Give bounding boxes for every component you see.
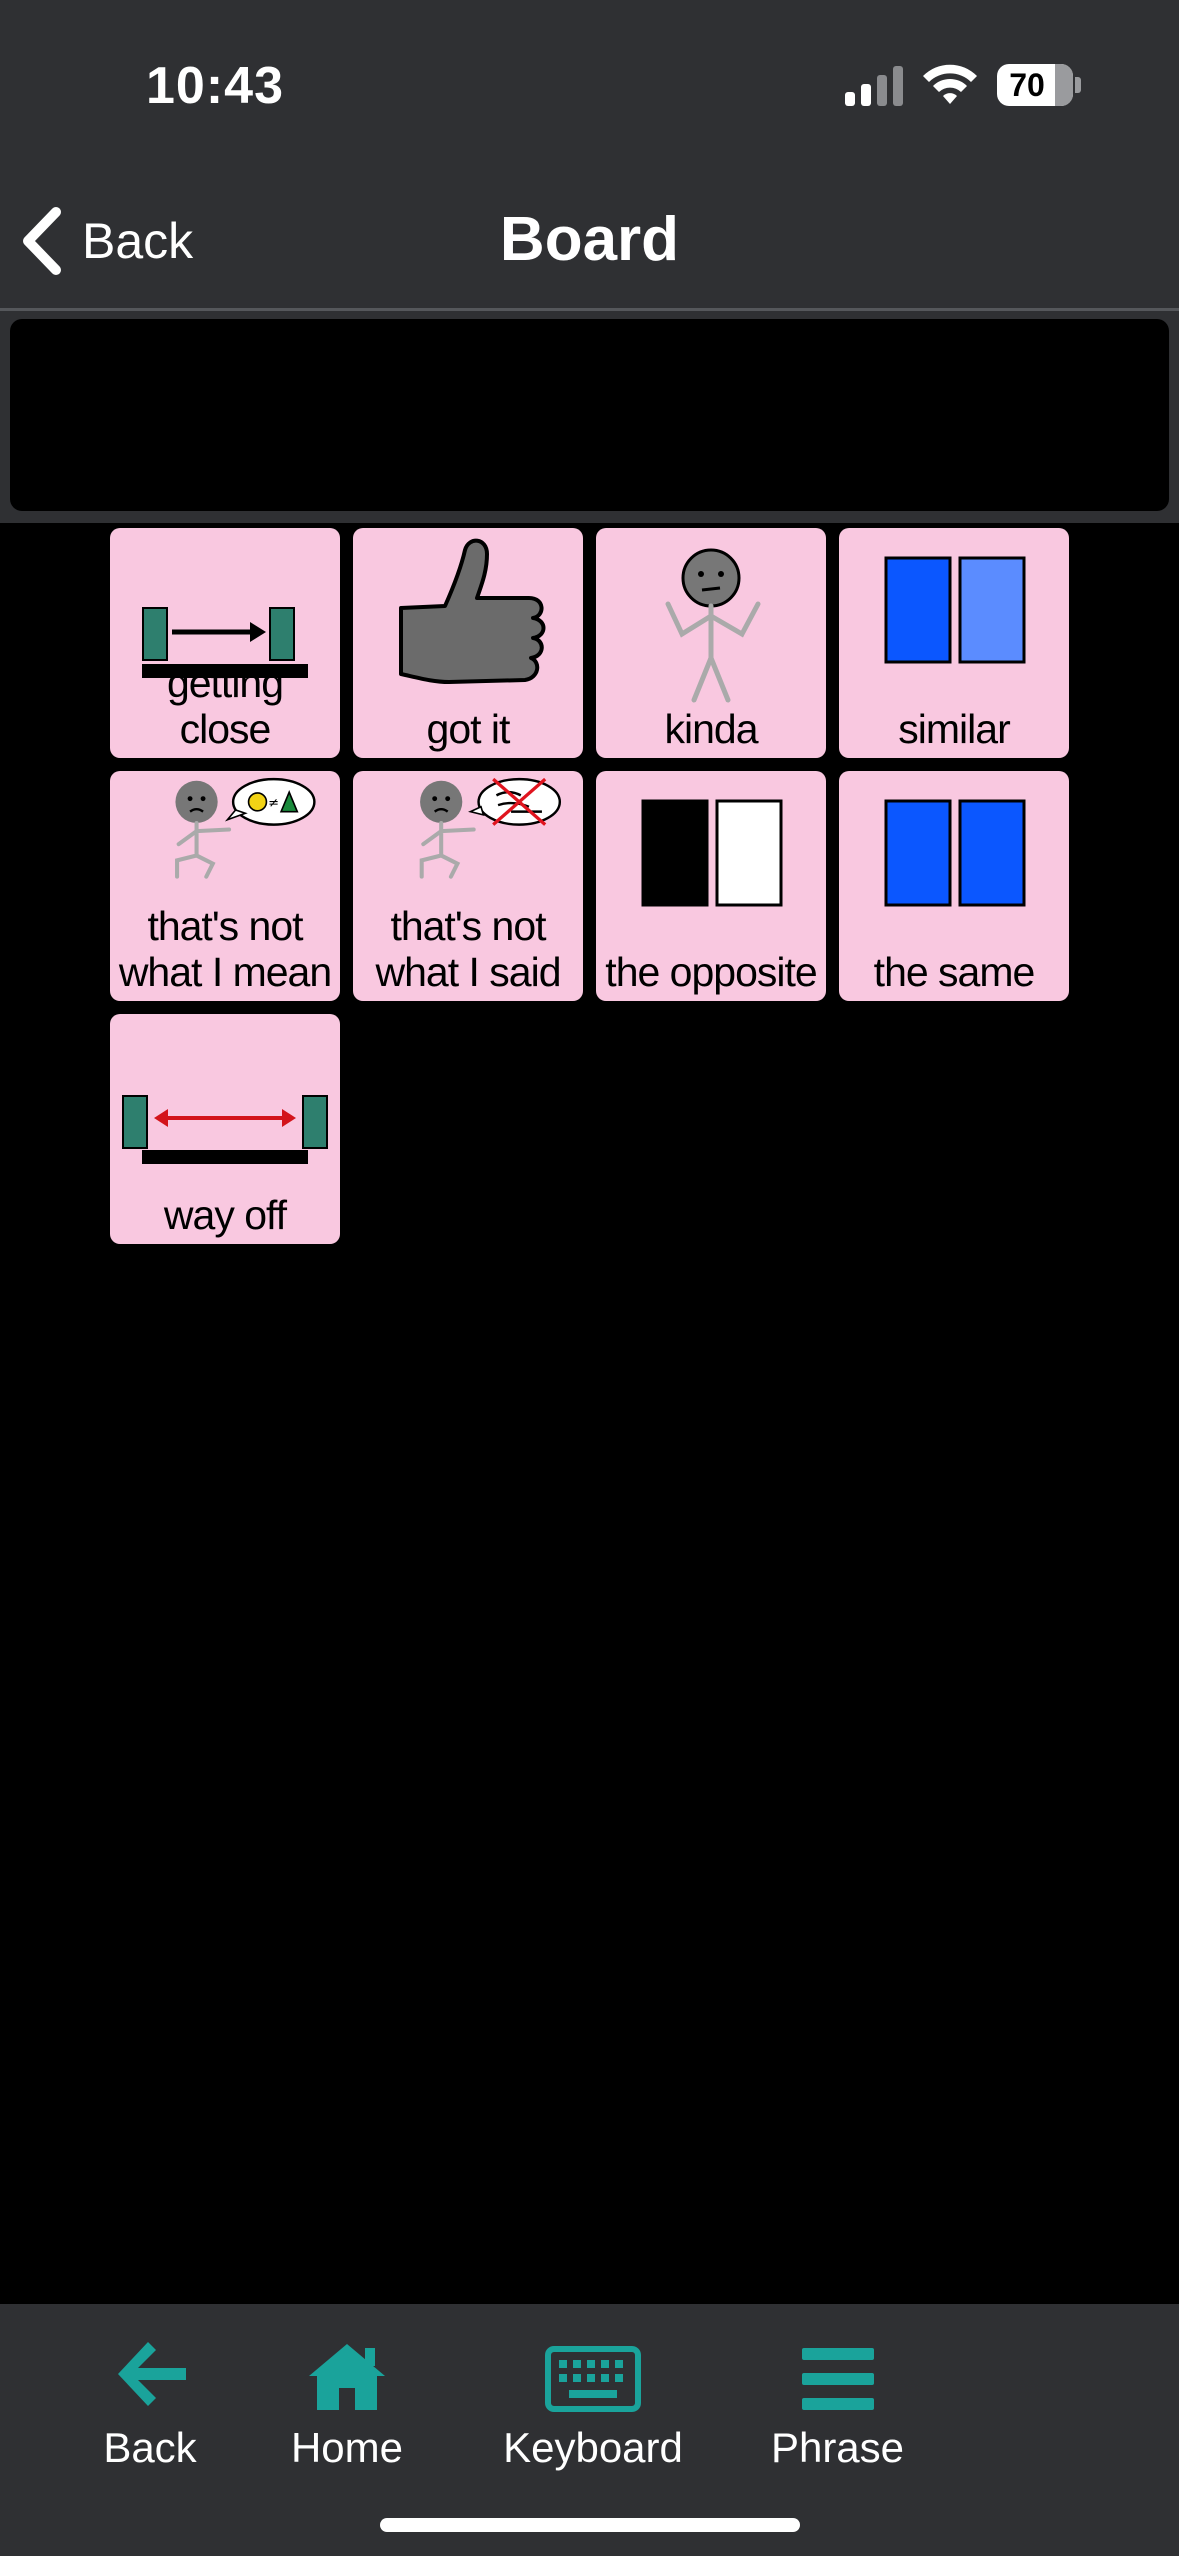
shrug-person-icon — [665, 548, 761, 703]
tile-way-off[interactable]: way off — [110, 1014, 340, 1244]
tile-thats-not-what-i-mean[interactable]: ≠ that's not what I mean — [110, 771, 340, 1001]
tile-label: similar — [898, 706, 1010, 752]
toolbar-phrase-button[interactable]: Phrase — [770, 2324, 905, 2472]
cellular-signal-icon — [845, 66, 903, 106]
home-indicator[interactable] — [380, 2518, 800, 2532]
toolbar-home-button[interactable]: Home — [287, 2324, 407, 2472]
battery-level: 70 — [1009, 67, 1045, 103]
not-what-i-said-icon — [419, 777, 562, 879]
tile-label: that's not what I mean — [118, 903, 332, 995]
tile-label: got it — [426, 706, 511, 752]
svg-text:≠: ≠ — [268, 796, 279, 811]
tile-label: way off — [163, 1192, 287, 1238]
tile-label: the opposite — [605, 949, 817, 995]
tile-kinda[interactable]: kinda — [596, 528, 826, 758]
tile-got-it[interactable]: got it — [353, 528, 583, 758]
tile-similar[interactable]: similar — [839, 528, 1069, 758]
toolbar-back-label: Back — [103, 2424, 197, 2471]
nav-back-label: Back — [82, 213, 194, 269]
tile-label: the same — [873, 949, 1036, 995]
thumbs-up-icon — [399, 538, 546, 684]
similar-blocks-icon — [884, 556, 1026, 664]
home-icon — [309, 2344, 385, 2410]
tile-label: kinda — [664, 706, 758, 752]
page-title: Board — [499, 205, 680, 274]
same-blocks-icon — [884, 799, 1026, 907]
tile-label: that's not what I said — [375, 903, 562, 995]
tile-the-opposite[interactable]: the opposite — [596, 771, 826, 1001]
bottom-toolbar: Back Home Keyboard — [0, 2304, 1179, 2556]
opposite-blocks-icon — [641, 799, 783, 907]
tile-getting-close[interactable]: getting close — [110, 528, 340, 758]
toolbar-phrase-label: Phrase — [770, 2424, 905, 2471]
navigation-bar: Back Board — [0, 160, 1179, 311]
message-bar[interactable] — [10, 319, 1169, 511]
toolbar-keyboard-button[interactable]: Keyboard — [498, 2324, 688, 2472]
not-what-i-mean-icon: ≠ — [175, 777, 316, 879]
tile-thats-not-what-i-said[interactable]: that's not what I said — [353, 771, 583, 1001]
getting-close-icon — [142, 607, 308, 678]
chevron-left-icon — [23, 207, 61, 275]
wifi-icon — [923, 64, 977, 104]
way-off-icon — [122, 1095, 328, 1164]
message-bar-container — [0, 311, 1179, 523]
tile-label: getting close — [166, 660, 284, 752]
keyboard-icon — [545, 2346, 641, 2412]
nav-back-button[interactable]: Back — [20, 206, 193, 276]
status-time: 10:43 — [146, 57, 284, 115]
menu-lines-icon — [801, 2348, 874, 2410]
arrow-left-icon — [118, 2342, 186, 2406]
status-bar: 10:43 70 — [0, 0, 1179, 160]
toolbar-home-label: Home — [290, 2424, 404, 2471]
tile-the-same[interactable]: the same — [839, 771, 1069, 1001]
toolbar-back-button[interactable]: Back — [95, 2324, 205, 2472]
toolbar-keyboard-label: Keyboard — [503, 2424, 683, 2471]
battery-indicator: 70 — [997, 64, 1073, 106]
